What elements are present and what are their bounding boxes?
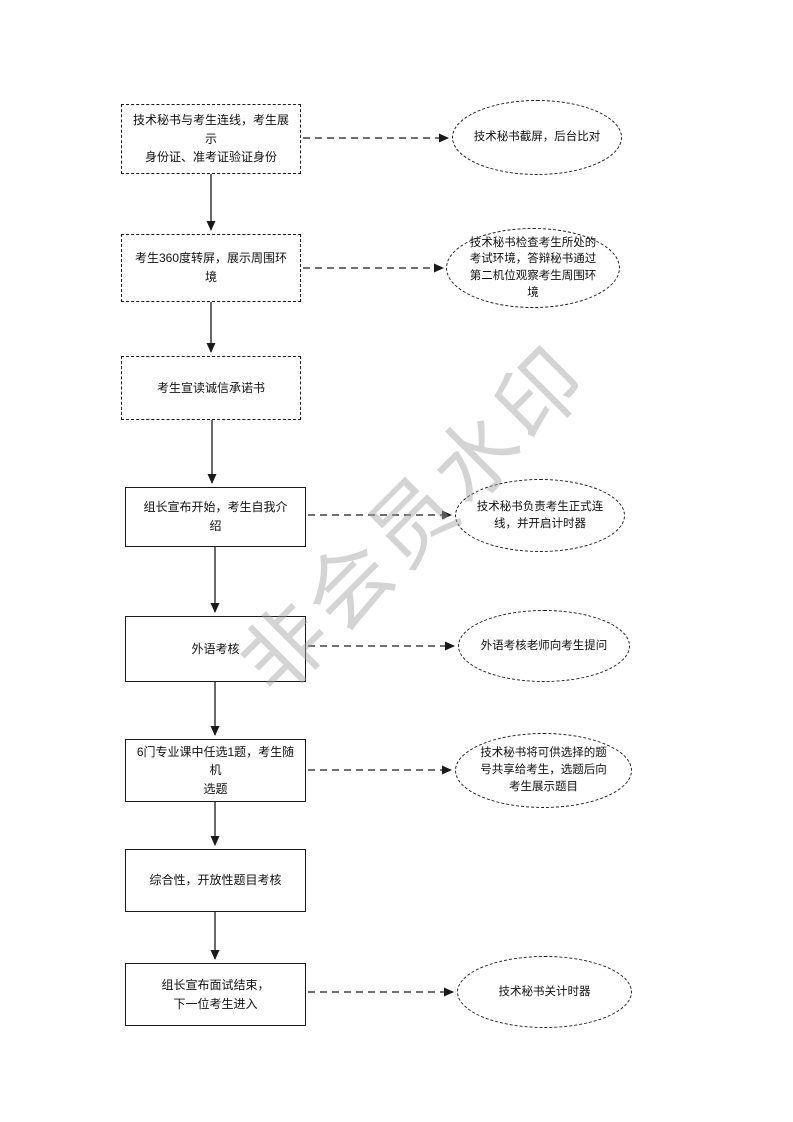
step-end-next-candidate: 组长宣布面试结束， 下一位考生进入 — [125, 963, 306, 1026]
step-foreign-language-label: 外语考核 — [191, 641, 240, 656]
callout-share-questions-label: 技术秘书将可供选择的题 号共享给考生，选题后向 考生展示题目 — [480, 747, 607, 793]
callout-foreign-language-question: 外语考核老师向考生提问 — [458, 610, 630, 682]
callout-stop-timer-label: 技术秘书关计时器 — [498, 985, 591, 998]
callout-foreign-language-question-label: 外语考核老师向考生提问 — [480, 639, 608, 652]
step-start-intro: 组长宣布开始，考生自我介 绍 — [125, 487, 306, 547]
callout-stop-timer: 技术秘书关计时器 — [457, 956, 632, 1028]
step-integrity-pledge: 考生宣读诚信承诺书 — [121, 356, 301, 420]
step-start-intro-label: 组长宣布开始，考生自我介 绍 — [143, 500, 288, 533]
step-360-scan: 考生360度转屏，展示周围环境 — [121, 234, 301, 302]
step-end-next-candidate-label: 组长宣布面试结束， 下一位考生进入 — [161, 977, 270, 1011]
step-comprehensive-assessment-label: 综合性，开放性题目考核 — [149, 873, 282, 888]
callout-screenshot-compare-label: 技术秘书截屏，后台比对 — [473, 131, 601, 144]
callout-formal-connection-timer-label: 技术秘书负责考生正式连 线，并开启计时器 — [476, 500, 604, 530]
step-connect-identity: 技术秘书与考生连线，考生展示 身份证、准考证验证身份 — [121, 104, 301, 174]
step-question-selection-label: 6门专业课中任选1题，考生随机 选题 — [136, 744, 295, 796]
step-comprehensive-assessment: 综合性，开放性题目考核 — [125, 849, 306, 912]
callout-environment-check: 技术秘书检查考生所处的 考试环境，答辩秘书通过 第二机位观察考生周围环 境 — [446, 228, 620, 308]
step-integrity-pledge-label: 考生宣读诚信承诺书 — [156, 380, 265, 395]
step-question-selection: 6门专业课中任选1题，考生随机 选题 — [125, 739, 306, 802]
callout-share-questions: 技术秘书将可供选择的题 号共享给考生，选题后向 考生展示题目 — [455, 733, 632, 808]
callout-screenshot-compare: 技术秘书截屏，后台比对 — [452, 100, 622, 175]
callout-environment-check-label: 技术秘书检查考生所处的 考试环境，答辩秘书通过 第二机位观察考生周围环 境 — [469, 236, 597, 299]
step-360-scan-label: 考生360度转屏，展示周围环境 — [134, 251, 288, 284]
step-connect-identity-label: 技术秘书与考生连线，考生展示 身份证、准考证验证身份 — [132, 113, 289, 165]
step-foreign-language: 外语考核 — [125, 616, 306, 682]
callout-formal-connection-timer: 技术秘书负责考生正式连 线，并开启计时器 — [455, 479, 625, 552]
